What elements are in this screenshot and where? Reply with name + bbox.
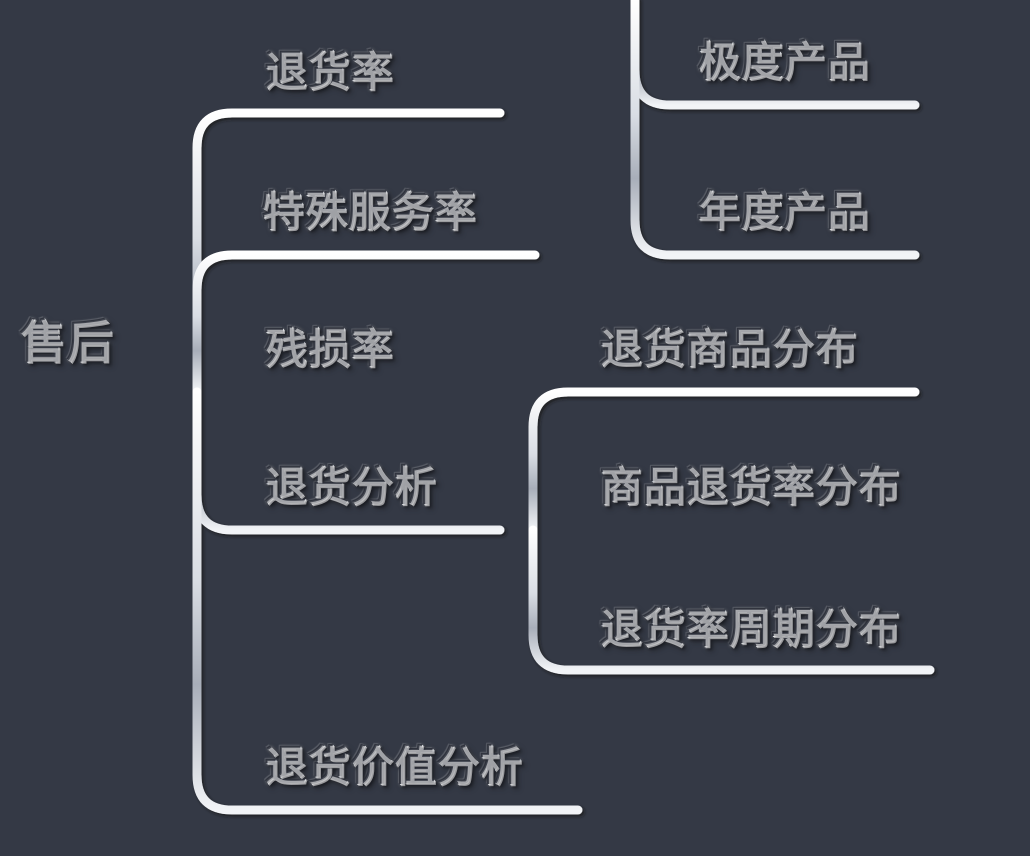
node-return-rate-cycle-distribution[interactable]: 退货率周期分布 (600, 595, 901, 656)
node-extreme-product[interactable]: 极度产品 (698, 28, 870, 89)
root-node[interactable]: 售后 (20, 306, 114, 372)
node-special-service-rate[interactable]: 特殊服务率 (262, 178, 477, 239)
node-return-rate[interactable]: 退货率 (265, 38, 394, 99)
node-damage-rate[interactable]: 残损率 (265, 315, 394, 376)
node-return-value-analysis[interactable]: 退货价值分析 (265, 733, 523, 794)
node-returned-goods-distribution[interactable]: 退货商品分布 (600, 315, 858, 376)
node-goods-return-rate-distribution[interactable]: 商品退货率分布 (600, 453, 901, 514)
node-annual-product[interactable]: 年度产品 (698, 178, 870, 239)
node-return-analysis[interactable]: 退货分析 (265, 453, 437, 514)
